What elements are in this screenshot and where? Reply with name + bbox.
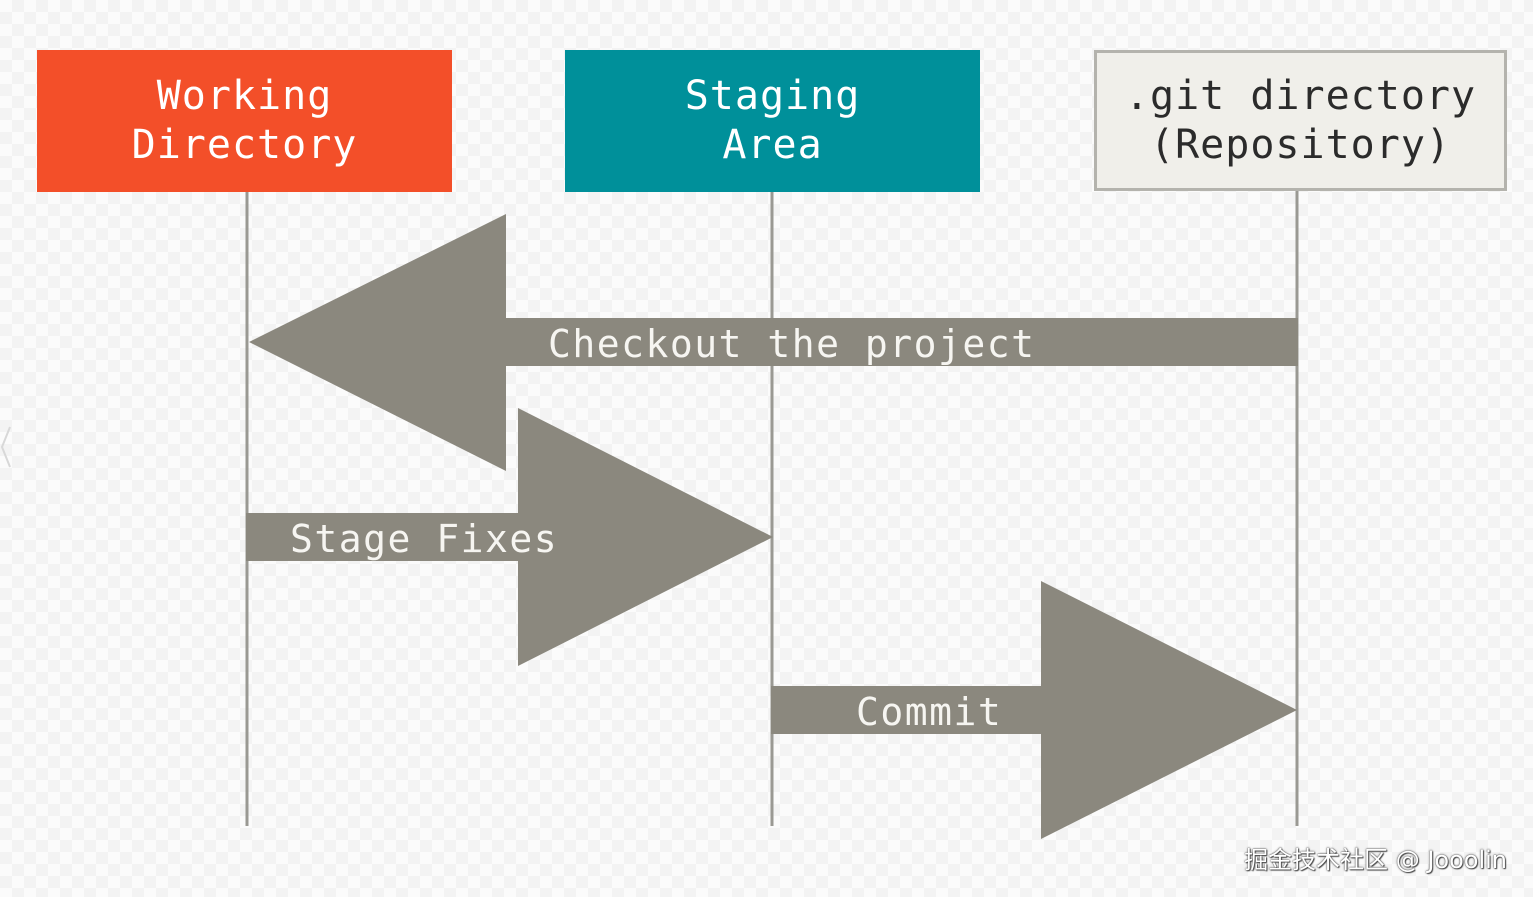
stage-fixes-arrow: Stage Fixes [246, 408, 773, 666]
staging-area-box: Staging Area [565, 50, 980, 192]
checkout-arrow: Checkout the project [249, 214, 1298, 471]
commit-arrow: Commit [771, 581, 1297, 839]
checkout-arrow-label: Checkout the project [548, 322, 1036, 366]
working-directory-label-line2: Directory [131, 122, 358, 168]
watermark: 掘金技术社区 @ Jooolin [1244, 846, 1507, 874]
staging-area-label-line1: Staging [684, 73, 861, 120]
working-directory-label-line1: Working [156, 73, 333, 120]
staging-area-label-line2: Area [722, 122, 823, 168]
git-directory-label-line1: .git directory [1124, 72, 1477, 119]
working-directory-box: Working Directory [37, 50, 452, 192]
git-directory-box: .git directory (Repository) [1094, 50, 1507, 191]
stage-fixes-arrow-shape [246, 408, 773, 666]
stage-fixes-arrow-label: Stage Fixes [290, 517, 558, 561]
chevron-left-icon[interactable] [0, 422, 14, 472]
commit-arrow-label: Commit [856, 690, 1002, 734]
git-directory-label-line2: (Repository) [1150, 121, 1451, 168]
checkout-arrow-shape [249, 214, 1298, 471]
commit-arrow-shape [771, 581, 1297, 839]
